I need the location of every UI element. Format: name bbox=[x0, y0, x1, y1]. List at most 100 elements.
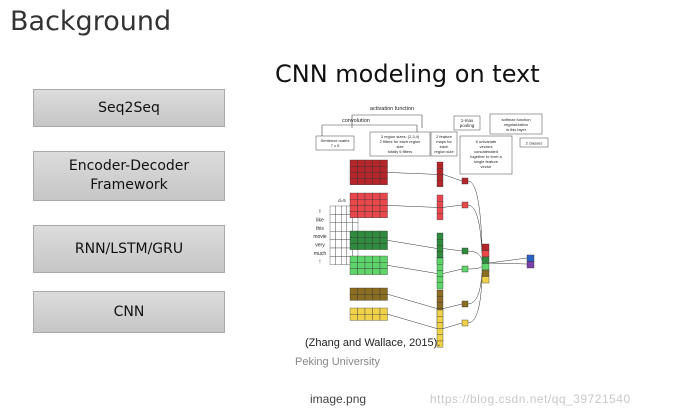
filter-3-cell bbox=[379, 255, 388, 263]
sentence-cell-cell bbox=[329, 239, 336, 249]
convolution-filters bbox=[349, 159, 388, 321]
feature-map-3-cell bbox=[436, 264, 444, 271]
map-to-pool-line bbox=[442, 248, 463, 252]
filter-2-cell bbox=[349, 230, 358, 238]
feature-map-4-cell bbox=[436, 289, 444, 297]
filter-to-map-line bbox=[387, 205, 438, 208]
sentence-word: this bbox=[316, 226, 324, 232]
filter-3-cell bbox=[372, 268, 381, 275]
sentence-cell-cell bbox=[346, 222, 353, 232]
feature-map-0-cell bbox=[436, 174, 444, 181]
concat-cell bbox=[481, 269, 490, 277]
filter-0-cell bbox=[372, 172, 381, 179]
pooled-value bbox=[461, 201, 469, 209]
sentence-cell-cell bbox=[335, 247, 342, 257]
filter-4-cell bbox=[349, 294, 358, 301]
filter-5-cell bbox=[372, 314, 381, 321]
sentence-cell-cell bbox=[329, 256, 336, 265]
filter-1-cell bbox=[349, 205, 358, 212]
filter-5-cell bbox=[357, 307, 366, 315]
univariate-box-line: vector bbox=[481, 164, 493, 169]
filter-0-cell bbox=[379, 159, 388, 167]
pool-to-concat-line bbox=[467, 272, 483, 305]
sentence-word: movie bbox=[313, 234, 327, 240]
feature-map-3-cell bbox=[436, 276, 444, 283]
filter-1-cell bbox=[372, 192, 381, 200]
nav-box-rnn-lstm-gru[interactable]: RNN/LSTM/GRU bbox=[33, 225, 225, 273]
filter-1-cell bbox=[372, 205, 381, 212]
region-box-line: 2 filters for each region bbox=[380, 139, 421, 144]
feature-map-1-cell bbox=[436, 213, 444, 220]
filter-0-cell bbox=[349, 178, 358, 185]
softmax-label-line: softmax function bbox=[501, 117, 530, 122]
filter-1-cell bbox=[357, 192, 366, 200]
univariate-box-line: concatenated bbox=[474, 149, 498, 154]
filter-1-cell bbox=[364, 199, 373, 206]
filter-3-cell bbox=[357, 262, 366, 269]
citation-text: (Zhang and Wallace, 2015). bbox=[305, 337, 441, 349]
filter-0-cell bbox=[372, 159, 381, 167]
pool-to-concat-line bbox=[467, 180, 483, 248]
filter-3-cell bbox=[364, 268, 373, 275]
feature-map-3-cell bbox=[436, 257, 444, 265]
output-class-cell bbox=[526, 254, 535, 262]
filter-1-cell bbox=[357, 199, 366, 206]
filter-1-cell bbox=[372, 211, 381, 218]
sentence-matrix-box bbox=[315, 135, 355, 151]
softmax-label-box bbox=[489, 113, 543, 135]
sentence-cell-cell bbox=[329, 205, 336, 215]
output-class-cell bbox=[526, 261, 535, 269]
featuremap-box-line: 2 feature bbox=[436, 134, 453, 139]
filter-5-cell bbox=[379, 307, 388, 315]
filter-1-cell bbox=[379, 211, 388, 218]
filter-1 bbox=[349, 192, 388, 218]
pooling-label-box bbox=[453, 115, 481, 131]
filter-4-cell bbox=[379, 287, 388, 295]
concat-cell bbox=[481, 276, 490, 284]
sentence-cell-cell bbox=[341, 214, 347, 223]
nav-box-seq2seq[interactable]: Seq2Seq bbox=[33, 89, 225, 127]
classes-label: 2 classes bbox=[526, 141, 543, 146]
featuremap-box-line: maps for bbox=[436, 139, 452, 144]
region-box-line: size bbox=[396, 144, 404, 149]
filter-1-cell bbox=[357, 211, 366, 218]
map-to-pool-line bbox=[442, 322, 463, 329]
filter-2-cell bbox=[379, 237, 388, 244]
filter-4-cell bbox=[357, 294, 366, 301]
region-sizes-box bbox=[369, 131, 431, 157]
filter-2-cell bbox=[372, 237, 381, 244]
concat-to-output-line bbox=[488, 262, 528, 265]
sentence-cell-cell bbox=[335, 256, 342, 265]
concat-to-output-line bbox=[488, 257, 528, 264]
filter-4-cell bbox=[364, 294, 373, 301]
filter-0 bbox=[349, 159, 388, 185]
filter-4-cell bbox=[372, 287, 381, 295]
pooled-value bbox=[461, 300, 469, 308]
nav-box-encoder-decoder[interactable]: Encoder-Decoder Framework bbox=[33, 151, 225, 201]
pooled-value bbox=[461, 319, 469, 327]
filter-3-cell bbox=[357, 268, 366, 275]
feature-map-2-cell bbox=[436, 251, 444, 258]
filter-2-cell bbox=[364, 230, 373, 238]
feature-maps bbox=[436, 161, 444, 348]
filter-4-cell bbox=[357, 287, 366, 295]
activation-label: activation function bbox=[370, 106, 414, 112]
filter-1-cell bbox=[364, 192, 373, 200]
feature-map-0-cell bbox=[436, 180, 444, 187]
sentence-word: like bbox=[316, 217, 324, 223]
filter-0-cell bbox=[357, 159, 366, 167]
nav-box-label: Encoder-Decoder bbox=[68, 158, 190, 175]
sentence-word: ! bbox=[319, 259, 320, 265]
feature-maps-box bbox=[430, 131, 458, 157]
filter-3-cell bbox=[349, 255, 358, 263]
pooled-value bbox=[461, 265, 469, 273]
map-to-pool-line bbox=[442, 268, 463, 274]
feature-map-5-cell bbox=[436, 316, 444, 323]
filter-4 bbox=[349, 287, 388, 301]
filter-1-cell bbox=[349, 211, 358, 218]
cnn-diagram-svg: activation function convolution Sentence… bbox=[313, 106, 549, 348]
softmax-label-line: in this layer bbox=[506, 127, 527, 132]
nav-box-cnn[interactable]: CNN bbox=[33, 291, 225, 333]
softmax-label-line: regularization bbox=[504, 122, 528, 127]
